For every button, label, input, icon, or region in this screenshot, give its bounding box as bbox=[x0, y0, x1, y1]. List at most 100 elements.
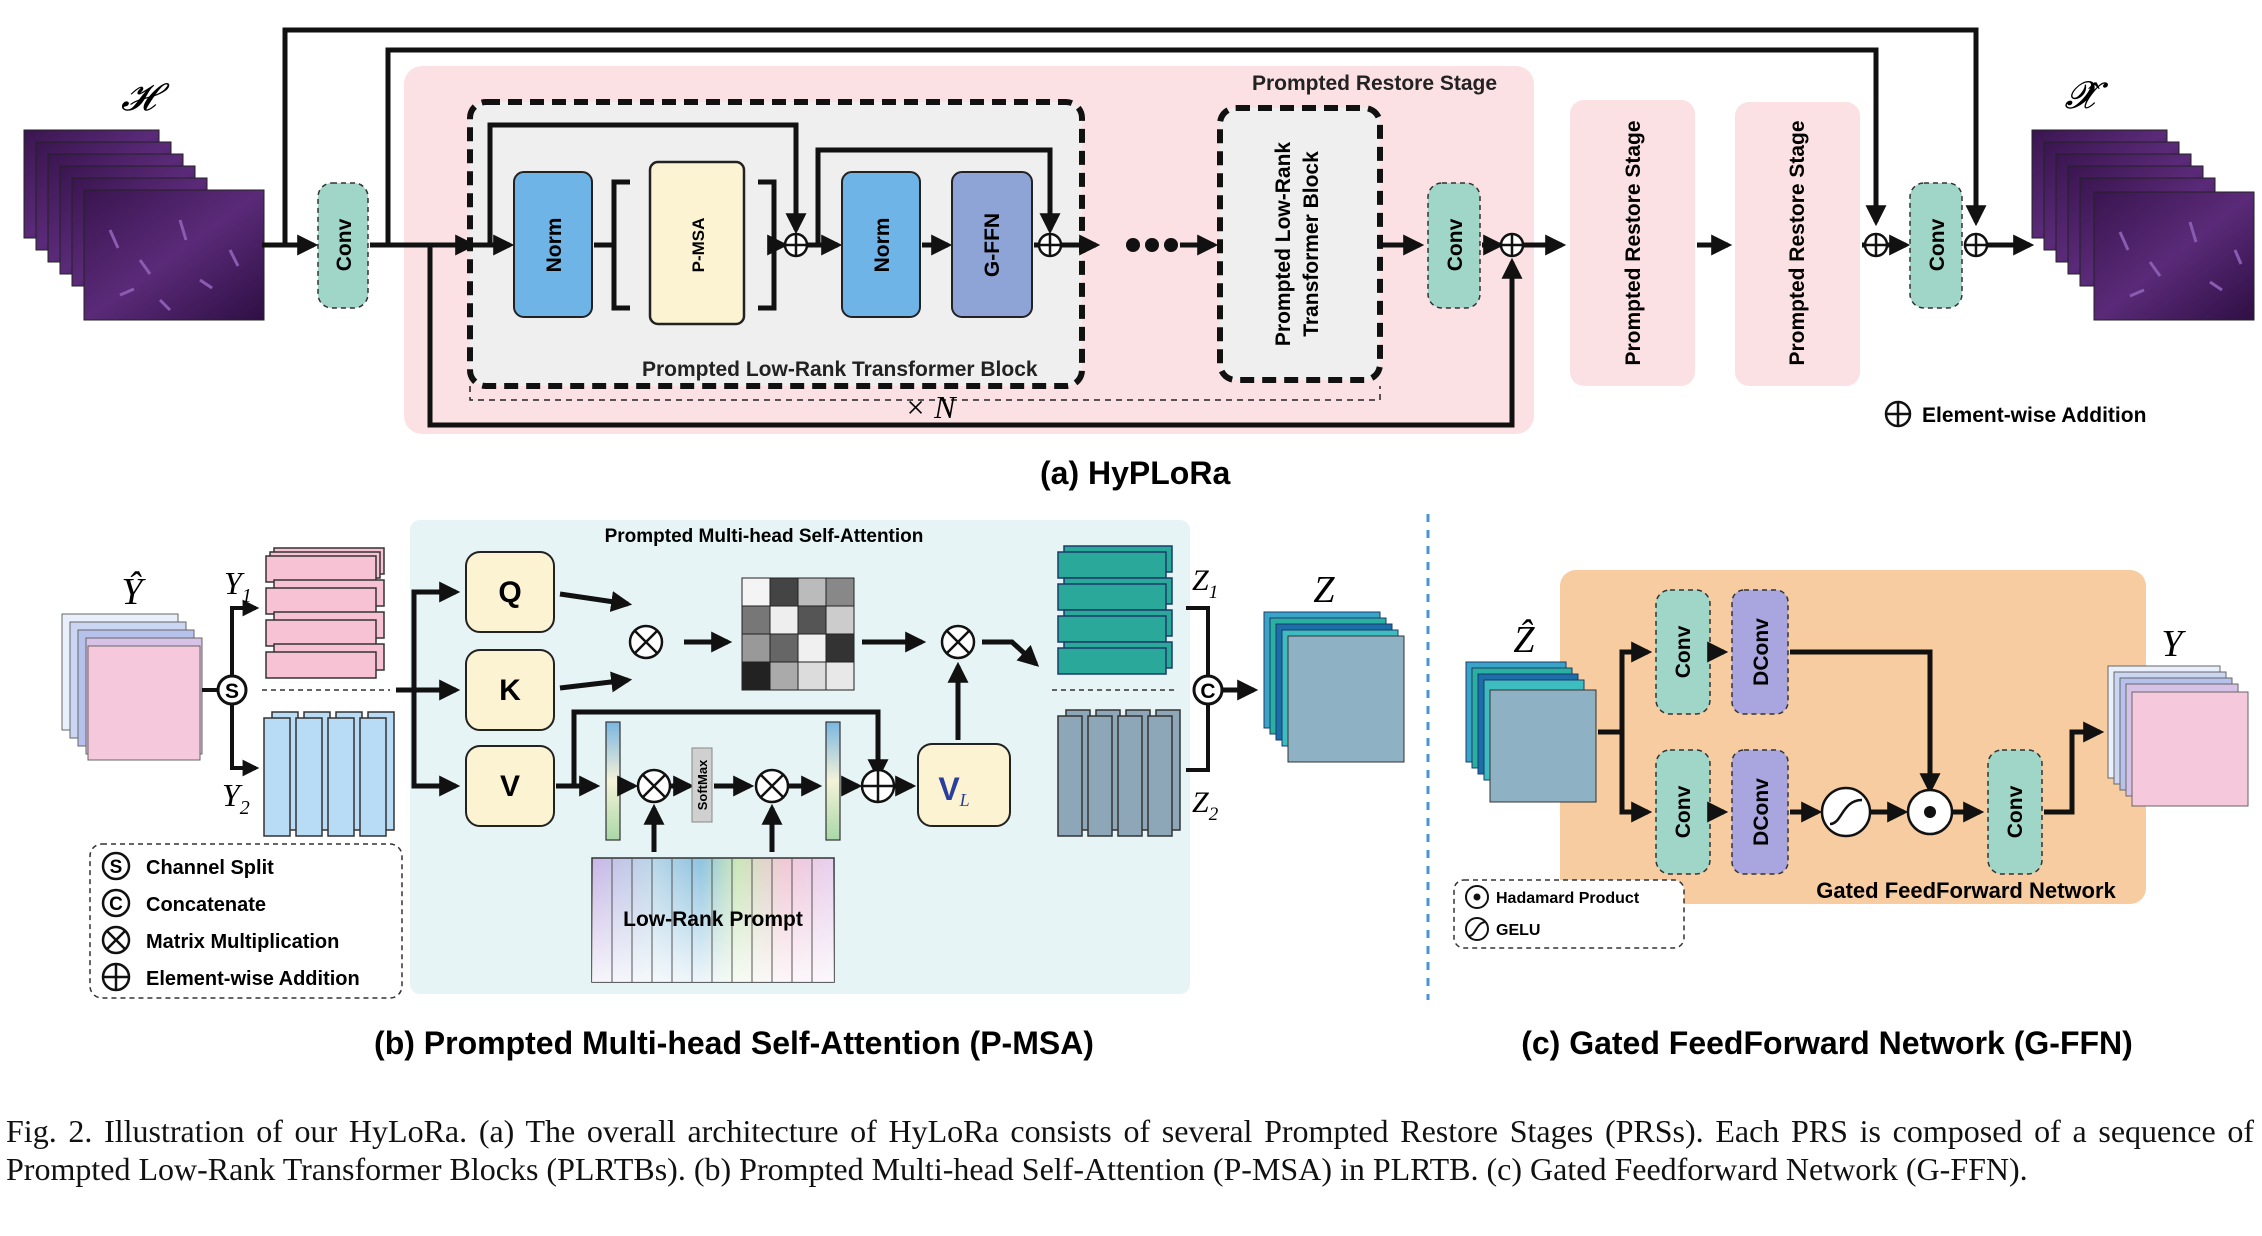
conv-c-2 bbox=[1655, 749, 1711, 875]
z1-label: Z1 bbox=[1192, 564, 1218, 603]
attention-cell bbox=[797, 605, 827, 635]
add-node-b bbox=[860, 768, 896, 804]
legend-add-icon-b bbox=[101, 962, 131, 992]
attention-cell bbox=[741, 633, 771, 663]
attention-cell bbox=[741, 605, 771, 635]
k-label: K bbox=[499, 674, 521, 707]
z2-label: Z2 bbox=[1192, 786, 1219, 825]
legend-concat-icon: C bbox=[101, 888, 131, 918]
z-hat-label: Ẑ bbox=[1513, 619, 1535, 661]
concat-node: C bbox=[1192, 674, 1224, 706]
pmsa-block bbox=[648, 160, 746, 326]
y-stack bbox=[2107, 665, 2249, 807]
panel-b: Prompted Multi-head Self-Attention Ŷ S Y… bbox=[61, 520, 1405, 1061]
matmul-node-3 bbox=[636, 768, 672, 804]
legend-gelu-icon bbox=[1465, 917, 1489, 941]
attention-cell bbox=[825, 605, 855, 635]
restore-stage-2 bbox=[1570, 100, 1695, 386]
dconv-c-2 bbox=[1731, 749, 1789, 875]
gffn-label: G-FFN bbox=[981, 213, 1004, 277]
low-rank-prompt bbox=[591, 857, 835, 983]
restore-stage-2-label: Prompted Restore Stage bbox=[1622, 120, 1645, 365]
conv-stage-label: Conv bbox=[1444, 218, 1467, 271]
output-symbol: 𝓧̂ bbox=[2065, 75, 2109, 117]
z-hat-stack bbox=[1465, 661, 1597, 803]
add-node-2 bbox=[1037, 232, 1063, 258]
add-node-5 bbox=[1963, 232, 1989, 258]
vl-box bbox=[917, 743, 1011, 827]
panel-c: Gated FeedForward Network Ẑ Conv DConv C… bbox=[1453, 570, 2249, 1061]
conv-out-label: Conv bbox=[1926, 218, 1949, 271]
attention-region-label: Prompted Multi-head Self-Attention bbox=[605, 526, 924, 547]
channel-split-node: S bbox=[216, 674, 248, 706]
panel-b-title: (b) Prompted Multi-head Self-Attention (… bbox=[374, 1025, 1094, 1061]
dconv-c-1 bbox=[1731, 589, 1789, 715]
panel-c-title: (c) Gated FeedForward Network (G-FFN) bbox=[1521, 1025, 2133, 1061]
stage-label: Prompted Restore Stage bbox=[1252, 72, 1497, 95]
ffn-region bbox=[1560, 570, 2146, 904]
restore-stage-3-label: Prompted Restore Stage bbox=[1786, 120, 1809, 365]
norm-1-label: Norm bbox=[543, 218, 566, 273]
matmul-node-4 bbox=[754, 768, 790, 804]
conv-in-label: Conv bbox=[333, 218, 356, 271]
output-image-stack bbox=[2031, 129, 2255, 321]
z2-tensor bbox=[1057, 709, 1181, 837]
attention-matrix bbox=[741, 577, 855, 691]
conv-c-1 bbox=[1655, 589, 1711, 715]
ffn-region-label: Gated FeedForward Network bbox=[1816, 878, 2116, 903]
q-label: Q bbox=[498, 576, 521, 609]
legend-split-icon: S bbox=[101, 851, 131, 881]
legend-c bbox=[1453, 879, 1685, 949]
ellipsis-dots bbox=[1126, 238, 1178, 252]
add-node-4 bbox=[1863, 232, 1889, 258]
legend-b bbox=[89, 843, 403, 999]
attention-cell bbox=[825, 577, 855, 607]
dconv-c-2-label: DConv bbox=[1750, 778, 1773, 846]
attention-cell bbox=[797, 577, 827, 607]
legend-concat-label: Concatenate bbox=[146, 894, 266, 916]
attention-cell bbox=[797, 633, 827, 663]
block-label: Prompted Low-Rank Transformer Block bbox=[642, 358, 1038, 381]
restore-stage-3 bbox=[1735, 102, 1860, 386]
y2-tensor bbox=[263, 711, 395, 837]
z-stack bbox=[1263, 611, 1405, 763]
plrtb-2-line2: Transformer Block bbox=[1300, 151, 1323, 337]
panel-a-title: (a) HyPLoRa bbox=[1040, 455, 1230, 491]
y-hat-label: Ŷ bbox=[121, 571, 146, 613]
conv-stage bbox=[1427, 182, 1481, 309]
y2-label: Y2 bbox=[222, 777, 250, 819]
svg-text:C: C bbox=[109, 894, 123, 915]
panel-a: 𝓗 𝓧̂ Prompted Restore Stage Prompted Low… bbox=[23, 27, 2255, 491]
attention-cell bbox=[769, 633, 799, 663]
softmax-label: SoftMax bbox=[695, 759, 710, 810]
repeat-label: × N bbox=[905, 389, 958, 425]
input-image-stack bbox=[23, 129, 265, 321]
y-hat-stack bbox=[61, 613, 203, 761]
v-box bbox=[465, 745, 555, 827]
legend-hadamard-label: Hadamard Product bbox=[1496, 890, 1640, 907]
vl-label: VL bbox=[938, 771, 969, 810]
z1-tensor bbox=[1057, 545, 1173, 675]
svg-text:S: S bbox=[110, 857, 123, 878]
attention-cell bbox=[825, 661, 855, 691]
matmul-node-2 bbox=[940, 624, 976, 660]
norm-2 bbox=[841, 171, 921, 318]
svg-text:S: S bbox=[225, 680, 239, 703]
conv-c-3 bbox=[1987, 749, 2043, 875]
figure-caption: Fig. 2. Illustration of our HyLoRa. (a) … bbox=[6, 1113, 2254, 1187]
z-label: Z bbox=[1313, 569, 1335, 611]
plrtb-block-2 bbox=[1217, 105, 1383, 383]
attention-cell bbox=[769, 577, 799, 607]
conv-c-2-label: Conv bbox=[1672, 785, 1695, 838]
legend-split-label: Channel Split bbox=[146, 857, 274, 879]
attention-cell bbox=[797, 661, 827, 691]
prompt-label: Low-Rank Prompt bbox=[623, 908, 803, 931]
legend-matmul-icon bbox=[101, 925, 131, 955]
y1-tensor bbox=[265, 547, 385, 679]
add-node-1 bbox=[783, 232, 809, 258]
legend-matmul-label: Matrix Multiplication bbox=[146, 931, 339, 953]
conv-out bbox=[1909, 182, 1963, 309]
attention-cell bbox=[741, 661, 771, 691]
plrtb-2-line1: Prompted Low-Rank bbox=[1272, 142, 1295, 346]
